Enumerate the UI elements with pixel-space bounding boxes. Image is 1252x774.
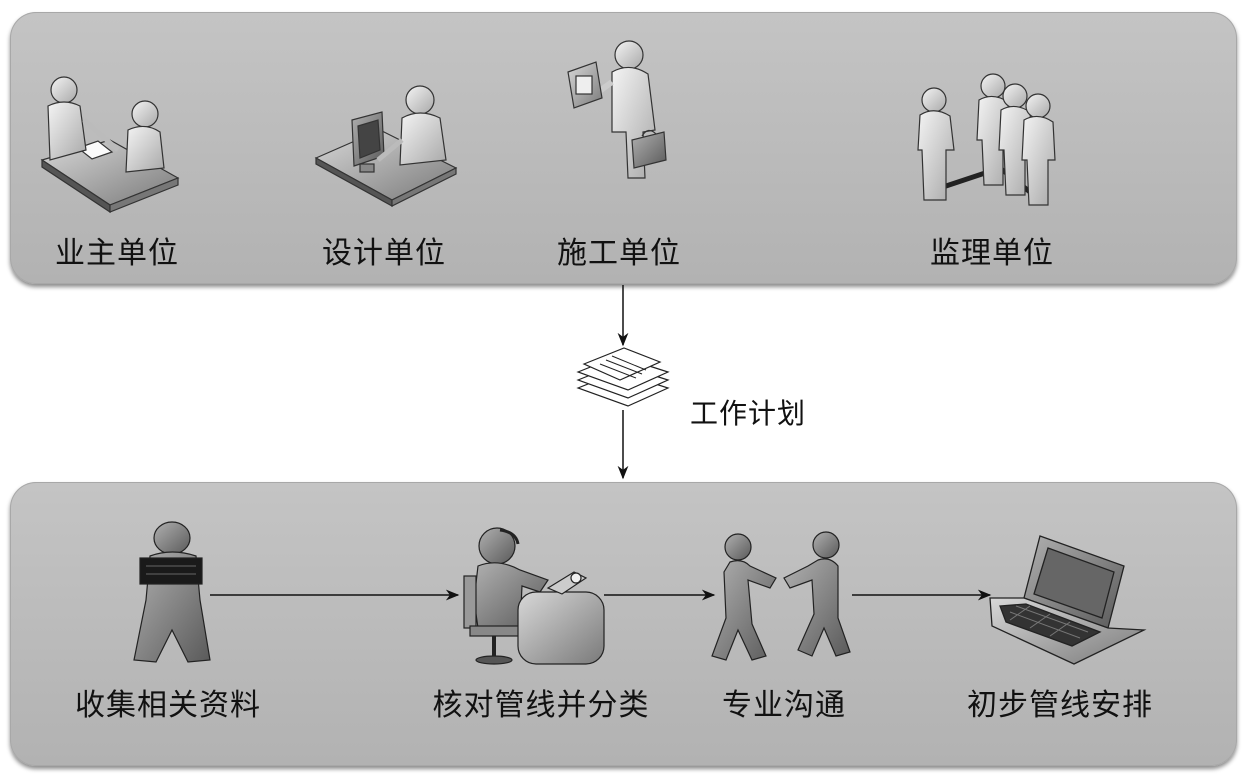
- person-sorting-icon: [463, 527, 605, 665]
- process-label-verify: 核对管线并分类: [432, 688, 650, 723]
- process-label-communicate: 专业沟通: [722, 688, 846, 723]
- person-at-computer-icon: [314, 85, 458, 208]
- handshake-meeting-icon: [40, 76, 180, 214]
- person-reading-icon: [133, 521, 211, 663]
- process-label-arrange: 初步管线安排: [967, 688, 1153, 723]
- plan-label: 工作计划: [690, 397, 807, 430]
- group-of-people-icon: [917, 73, 1056, 206]
- worker-with-briefcase-icon: [567, 40, 667, 179]
- stakeholder-label-owner: 业主单位: [55, 236, 179, 271]
- stakeholder-label-supervisor: 监理单位: [930, 236, 1054, 271]
- document-stack-icon: [576, 347, 670, 407]
- stakeholder-label-designer: 设计单位: [322, 236, 446, 271]
- process-label-collect: 收集相关资料: [75, 688, 261, 723]
- two-people-talking-icon: [711, 531, 851, 661]
- stakeholder-label-constructor: 施工单位: [557, 236, 681, 271]
- laptop-icon: [989, 535, 1147, 665]
